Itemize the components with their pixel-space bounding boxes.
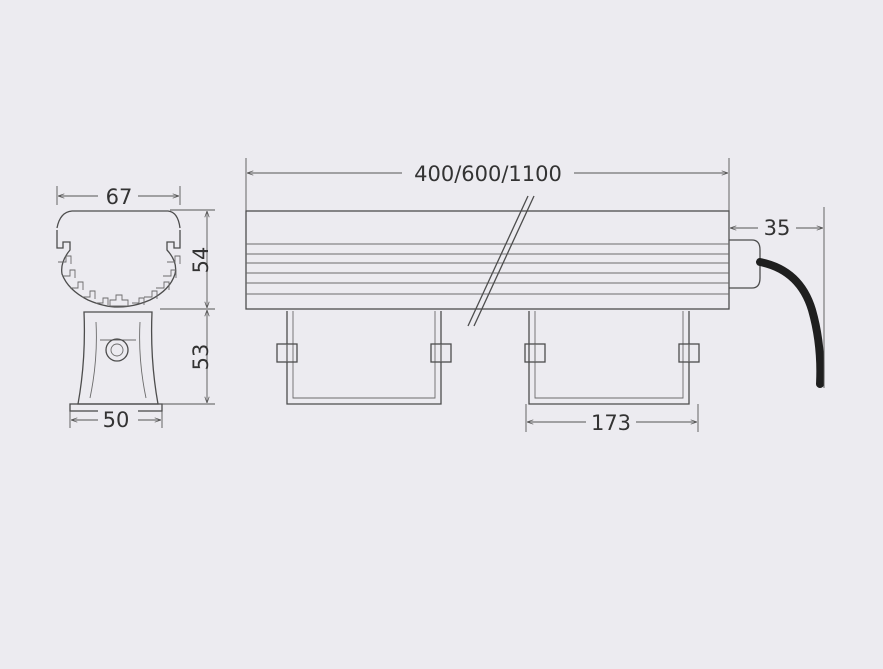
end-view: 67 54 53 50	[56, 184, 215, 432]
break-line-1	[467, 195, 529, 327]
dim-bracket-height-label: 53	[189, 344, 213, 371]
dim-width-label: 67	[106, 185, 133, 209]
pivot-knob	[105, 338, 129, 362]
dim-base-width-label: 50	[103, 408, 130, 432]
end-bracket	[77, 311, 159, 405]
end-cap	[729, 239, 761, 289]
dim-bracket-spacing-label: 173	[591, 411, 631, 435]
housing	[245, 210, 730, 310]
bracket-left	[276, 311, 452, 405]
profile-top-lip	[56, 210, 181, 229]
front-view: 400/600/1100 35 173	[245, 158, 825, 435]
housing-grooves	[246, 243, 729, 295]
break-line-2	[473, 195, 535, 327]
profile-fins	[58, 255, 181, 307]
profile-body	[56, 230, 181, 308]
cable	[756, 258, 825, 388]
dim-length-label: 400/600/1100	[414, 162, 562, 186]
dim-cable-offset-label: 35	[764, 216, 791, 240]
bracket-right	[524, 311, 700, 405]
dim-profile-height-label: 54	[189, 247, 213, 274]
